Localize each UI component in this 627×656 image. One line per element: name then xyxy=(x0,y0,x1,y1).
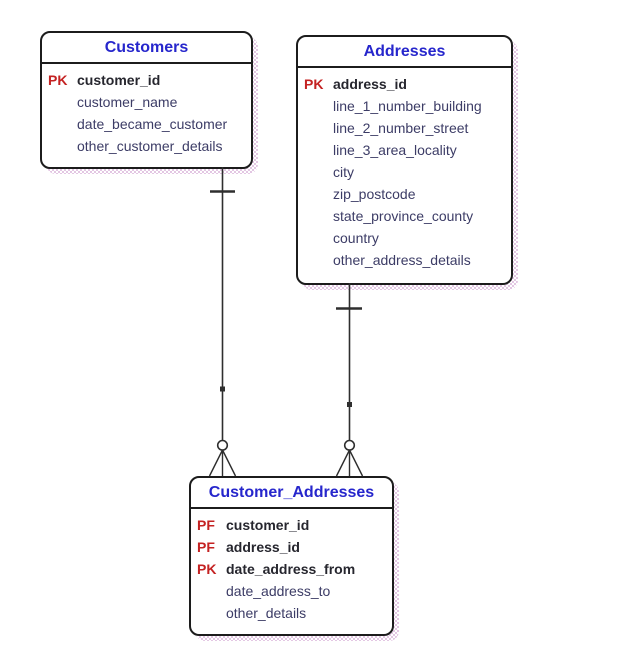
attribute-row: line_2_number_street xyxy=(304,117,507,139)
attribute-name: address_id xyxy=(333,76,407,92)
attribute-row: PK address_id xyxy=(304,73,507,95)
attribute-row: PK customer_id xyxy=(48,69,247,91)
attribute-row: PK date_address_from xyxy=(197,558,388,580)
entity-customer-addresses[interactable]: Customer_Addresses PF customer_id PF add… xyxy=(189,476,399,641)
attribute-name: address_id xyxy=(226,539,300,555)
attribute-name: customer_id xyxy=(226,517,310,533)
attribute-row: date_address_to xyxy=(197,580,388,602)
line-midpoint-handle[interactable] xyxy=(347,402,352,407)
key-label: PF xyxy=(197,539,215,555)
attribute-list: PK address_id line_1_number_building lin… xyxy=(298,68,511,271)
key-label: PK xyxy=(304,76,324,92)
line-midpoint-handle[interactable] xyxy=(220,386,225,392)
attribute-name: zip_postcode xyxy=(333,186,416,202)
key-label: PF xyxy=(197,517,215,533)
attribute-name: customer_name xyxy=(77,94,178,110)
attribute-row: zip_postcode xyxy=(304,183,507,205)
attribute-row: city xyxy=(304,161,507,183)
entity-addresses[interactable]: Addresses PK address_id line_1_number_bu… xyxy=(296,35,518,290)
attribute-name: line_2_number_street xyxy=(333,120,469,136)
attribute-name: customer_id xyxy=(77,72,161,88)
attribute-name: date_address_from xyxy=(226,561,356,577)
attribute-row: line_3_area_locality xyxy=(304,139,507,161)
attribute-name: city xyxy=(333,164,354,180)
cardinality-zero-or-many-icon xyxy=(208,439,237,477)
attribute-row: customer_name xyxy=(48,91,247,113)
attribute-row: date_became_customer xyxy=(48,113,247,135)
attribute-row: PF customer_id xyxy=(197,514,388,536)
attribute-row: PF address_id xyxy=(197,536,388,558)
entity-customers[interactable]: Customers PK customer_id customer_name d… xyxy=(40,31,258,174)
attribute-name: other_customer_details xyxy=(77,138,223,154)
attribute-row: other_customer_details xyxy=(48,135,247,157)
attribute-name: state_province_county xyxy=(333,208,474,224)
entity-title: Customer_Addresses xyxy=(191,478,392,509)
entity-title: Addresses xyxy=(298,37,511,68)
attribute-name: date_became_customer xyxy=(77,116,228,132)
relationship-customers-customer-addresses[interactable] xyxy=(208,167,237,477)
attribute-name: country xyxy=(333,230,379,246)
relationship-addresses-customer-addresses[interactable] xyxy=(335,283,364,477)
attribute-list: PF customer_id PF address_id PK date_add… xyxy=(191,509,392,624)
attribute-row: country xyxy=(304,227,507,249)
cardinality-zero-or-many-icon xyxy=(335,439,364,477)
attribute-name: other_address_details xyxy=(333,252,471,268)
attribute-list: PK customer_id customer_name date_became… xyxy=(42,64,251,157)
key-label: PK xyxy=(197,561,217,577)
attribute-name: date_address_to xyxy=(226,583,331,599)
attribute-row: other_address_details xyxy=(304,249,507,271)
key-label: PK xyxy=(48,72,68,88)
entity-title: Customers xyxy=(42,33,251,64)
attribute-name: line_1_number_building xyxy=(333,98,482,114)
attribute-row: line_1_number_building xyxy=(304,95,507,117)
attribute-name: other_details xyxy=(226,605,307,621)
attribute-row: state_province_county xyxy=(304,205,507,227)
attribute-row: other_details xyxy=(197,602,388,624)
attribute-name: line_3_area_locality xyxy=(333,142,457,158)
